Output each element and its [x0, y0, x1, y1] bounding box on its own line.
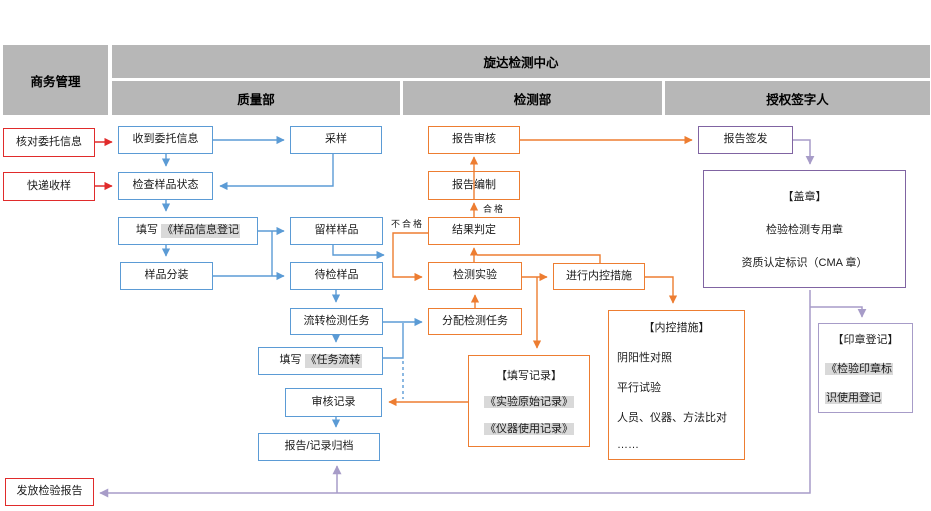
node-report-review: 报告审核	[428, 126, 520, 154]
node-label: 报告/记录归档	[284, 440, 354, 453]
node-result-judgement: 结果判定	[428, 217, 520, 245]
node-label: 核对委托信息	[16, 135, 82, 148]
node-sample-split: 样品分装	[120, 262, 213, 290]
node-label: 报告审核	[452, 133, 496, 146]
node-label: 检测实验	[453, 269, 497, 282]
node-label-highlight: 《样品信息登记	[161, 224, 241, 238]
node-test-experiment: 检测实验	[428, 262, 522, 290]
panel-item: 人员、仪器、方法比对	[617, 412, 727, 424]
node-internal-control-action: 进行内控措施	[553, 263, 645, 290]
node-courier-sample-receipt: 快递收样	[3, 172, 95, 201]
node-fill-task-transfer: 填写 《任务流转	[258, 347, 383, 375]
wire-sampling-to-check	[219, 154, 334, 191]
edge-label-fail: 不合格	[391, 219, 425, 229]
dept-quality-label: 质量部	[237, 92, 275, 107]
node-label: 报告编制	[452, 178, 496, 191]
node-retained-sample: 留样样品	[290, 217, 383, 245]
node-label: 检查样品状态	[132, 179, 199, 192]
header-dept-quality: 质量部	[112, 81, 400, 115]
panel-item: 《实验原始记录》	[484, 396, 574, 408]
header-center-label: 旋达检测中心	[483, 56, 559, 70]
node-label: 报告签发	[723, 133, 768, 146]
node-label: 待检样品	[314, 269, 359, 282]
node-label: 流转检测任务	[303, 314, 370, 327]
panel-stamping: 【盖章】 检验检测专用章 资质认定标识（CMA 章）	[703, 170, 906, 288]
header-dept-testing: 检测部	[403, 81, 662, 115]
node-label: 收到委托信息	[132, 133, 199, 146]
dept-testing-label: 检测部	[513, 92, 552, 107]
node-pending-sample: 待检样品	[290, 262, 383, 290]
node-label-prefix: 填写	[135, 224, 158, 237]
panel-fill-records: 【填写记录】 《实验原始记录》 《仪器使用记录》	[468, 355, 590, 447]
panel-title: 【填写记录】	[496, 369, 562, 382]
node-label: 发放检验报告	[16, 485, 83, 498]
node-label-prefix: 填写	[279, 354, 302, 367]
panel-line: 资质认定标识（CMA 章）	[741, 257, 868, 269]
node-label: 快递收样	[27, 179, 71, 192]
node-verify-commission-info: 核对委托信息	[3, 128, 95, 157]
node-label: 审核记录	[311, 395, 356, 408]
header-test-center: 旋达检测中心	[112, 45, 930, 78]
node-transfer-test-task: 流转检测任务	[290, 308, 383, 335]
node-issue-inspection-report: 发放检验报告	[5, 478, 94, 506]
wire-judge-fail-loop	[392, 232, 428, 282]
panel-item-highlight: 识使用登记	[825, 392, 882, 404]
node-sampling: 采样	[290, 126, 382, 154]
node-report-preparation: 报告编制	[428, 171, 520, 200]
node-label: 结果判定	[452, 224, 496, 237]
wire-internal-action-to-panel	[645, 276, 678, 304]
panel-title: 【印章登记】	[832, 334, 899, 346]
node-review-records: 审核记录	[285, 388, 382, 417]
node-assign-test-task: 分配检测任务	[428, 308, 522, 335]
dept-signatory-label: 授权签字人	[766, 92, 829, 107]
panel-item-highlight: 《检验印章标	[825, 363, 893, 375]
node-label: 留样样品	[314, 224, 359, 237]
node-receive-commission-info: 收到委托信息	[118, 126, 213, 154]
node-label: 样品分装	[144, 269, 189, 282]
node-report-record-archive: 报告/记录归档	[258, 433, 380, 461]
wire-signing-to-stamp	[793, 139, 815, 165]
node-report-signing: 报告签发	[698, 126, 793, 154]
panel-seal-registration: 【印章登记】 《检验印章标 识使用登记	[818, 323, 913, 413]
header-business-label: 商务管理	[30, 74, 81, 89]
panel-item: 阴阳性对照	[617, 352, 672, 364]
node-label: 进行内控措施	[566, 269, 632, 282]
edge-label-pass: 合格	[483, 204, 506, 214]
panel-item: 《仪器使用记录》	[484, 422, 574, 435]
panel-title: 【内控措施】	[643, 322, 710, 334]
wire-stamp-to-seal-registration	[810, 306, 867, 318]
panel-title: 【盖章】	[782, 191, 827, 203]
node-fill-sample-registration: 填写 《样品信息登记	[118, 217, 258, 245]
header-business-management: 商务管理	[3, 45, 108, 115]
panel-internal-control-measures: 【内控措施】 阴阳性对照 平行试验 人员、仪器、方法比对 ……	[608, 310, 745, 460]
node-label: 采样	[325, 133, 347, 146]
wire-retained-to-test-flow	[332, 245, 385, 260]
wire-fill-task-join	[383, 323, 404, 359]
node-check-sample-status: 检查样品状态	[118, 172, 213, 200]
panel-line: 检验检测专用章	[766, 224, 843, 236]
panel-item: 平行试验	[617, 382, 661, 394]
panel-item: ……	[617, 439, 639, 451]
node-label: 分配检测任务	[442, 314, 508, 327]
node-label-highlight: 《任务流转	[304, 354, 362, 368]
header-dept-signatory: 授权签字人	[665, 81, 930, 115]
